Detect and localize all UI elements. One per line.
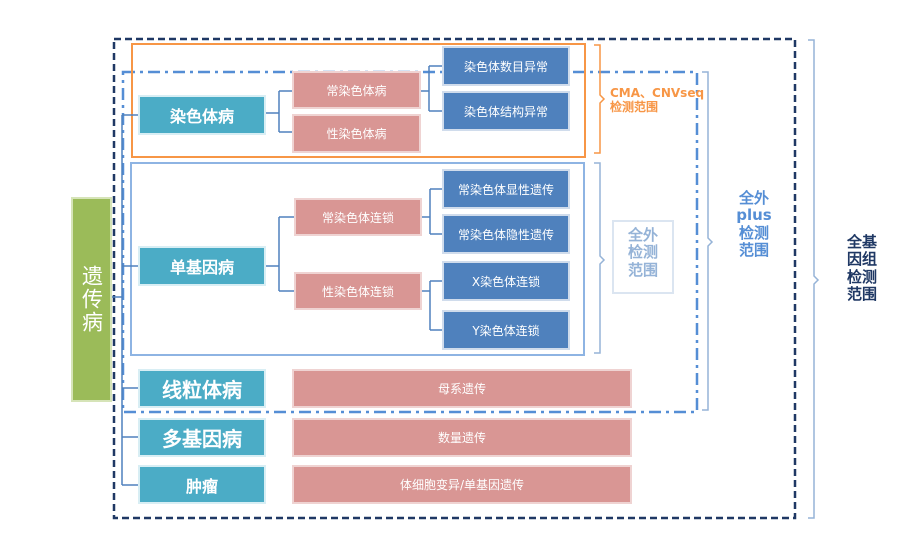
category-mitochondrial: 线粒体病 xyxy=(138,369,266,408)
cma-label-line: CMA、CNVseq xyxy=(610,86,705,100)
wes-range-frame xyxy=(130,162,585,356)
sub-label: 性染色体病 xyxy=(326,127,387,141)
category-chromosome: 染色体病 xyxy=(138,95,266,135)
bar-quantitative-inheritance: 数量遗传 xyxy=(292,418,632,457)
category-tumor: 肿瘤 xyxy=(138,465,266,504)
leaf-label: 常染色体隐性遗传 xyxy=(457,227,554,242)
category-label: 多基因病 xyxy=(162,427,242,451)
leaf-autosomal-dominant: 常染色体显性遗传 xyxy=(442,169,570,209)
wes-plus-label-line: 检测 xyxy=(738,223,769,242)
root-connectors xyxy=(111,114,138,486)
wes-plus-label-line: 全外 xyxy=(738,189,769,207)
category-monogenic: 单基因病 xyxy=(138,246,266,286)
leaf-autosomal-recessive: 常染色体隐性遗传 xyxy=(442,214,570,254)
wgs-range-label: 全基 因组 检测 范围 xyxy=(836,233,888,303)
wgs-label-line: 范围 xyxy=(846,284,877,303)
wgs-label-line: 全基 xyxy=(846,233,877,251)
wes-label-line: 范围 xyxy=(627,260,658,279)
leaf-chrom-structure: 染色体结构异常 xyxy=(442,91,570,131)
leaf-label: 常染色体显性遗传 xyxy=(457,182,554,197)
wes-bracket xyxy=(594,162,606,354)
leaf-chrom-number: 染色体数目异常 xyxy=(442,46,570,86)
wgs-label-line: 检测 xyxy=(846,267,877,286)
bar-label: 体细胞变异/单基因遗传 xyxy=(399,478,525,492)
cma-label-line: 检测范围 xyxy=(610,99,659,114)
bar-label: 母系遗传 xyxy=(437,382,486,396)
sub-chrom-sex: 性染色体病 xyxy=(292,114,421,153)
wes-plus-label-line: plus xyxy=(736,206,772,225)
root-label: 遗传病 xyxy=(79,265,104,334)
bar-somatic-monogenic: 体细胞变异/单基因遗传 xyxy=(292,465,632,504)
bar-label: 数量遗传 xyxy=(437,431,486,445)
sub-mono-sex: 性染色体连锁 xyxy=(294,272,422,310)
sub-label: 常染色体连锁 xyxy=(321,210,394,225)
wes-label-line: 全外 xyxy=(627,226,658,244)
sub-label: 常染色体病 xyxy=(326,83,387,98)
category-label: 线粒体病 xyxy=(162,378,242,402)
leaf-label: 染色体结构异常 xyxy=(463,104,548,119)
chrom-connectors xyxy=(266,65,442,133)
sub-label: 性染色体连锁 xyxy=(321,284,394,299)
wes-label-line: 检测 xyxy=(627,243,658,262)
category-polygenic: 多基因病 xyxy=(138,418,266,457)
wes-plus-bracket xyxy=(702,71,714,411)
leaf-label: 染色体数目异常 xyxy=(463,59,548,74)
leaf-y-linked: Y染色体连锁 xyxy=(442,310,570,350)
leaf-x-linked: X染色体连锁 xyxy=(442,261,570,301)
sub-chrom-autosomal: 常染色体病 xyxy=(292,71,421,109)
wes-plus-label-line: 范围 xyxy=(738,240,769,259)
category-label: 肿瘤 xyxy=(185,476,218,496)
wgs-label-line: 因组 xyxy=(846,250,877,269)
bar-maternal-inheritance: 母系遗传 xyxy=(292,369,632,408)
leaf-label: Y染色体连锁 xyxy=(472,323,540,338)
category-label: 单基因病 xyxy=(169,258,234,277)
cma-range-frame xyxy=(131,43,586,158)
root-node: 遗传病 xyxy=(71,197,112,402)
leaf-label: X染色体连锁 xyxy=(471,274,541,289)
wgs-range-frame xyxy=(112,37,797,520)
mono-connectors xyxy=(266,188,442,331)
category-label: 染色体病 xyxy=(169,107,234,126)
sub-mono-autosomal: 常染色体连锁 xyxy=(294,198,422,236)
cma-range-label: CMA、CNVseq 检测范围 xyxy=(610,86,730,115)
wes-range-label: 全外 检测 范围 xyxy=(612,220,674,294)
wes-plus-range-label: 全外 plus 检测 范围 xyxy=(723,189,785,259)
wgs-bracket xyxy=(808,39,820,519)
cma-bracket xyxy=(594,44,606,154)
